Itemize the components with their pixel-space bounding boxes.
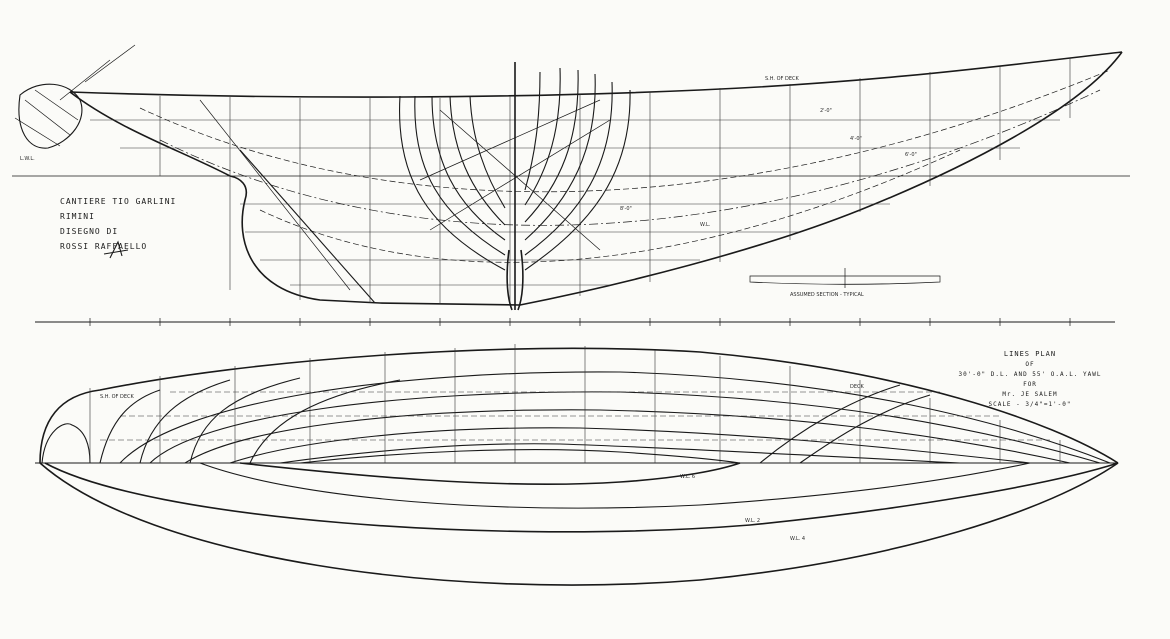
svg-text:W.L. 6: W.L. 6 (680, 474, 695, 480)
mast-step-detail (749, 268, 941, 288)
title-line2: OF (1025, 361, 1034, 368)
svg-text:L.W.L.: L.W.L. (20, 156, 35, 162)
stern-dimension (59, 44, 136, 101)
svg-text:W.L. 4: W.L. 4 (790, 536, 805, 542)
section-diagonal-2 (199, 99, 351, 291)
half-breadth-annotations: S.H. OF DECK W.L. 2 W.L. 4 W.L. 6 DECK (100, 384, 865, 542)
station-ruler (35, 318, 1115, 326)
sheer-line (69, 51, 1123, 98)
counter-stern (69, 91, 231, 177)
signature-mark (103, 240, 129, 259)
title-line1: LINES PLAN (1004, 350, 1056, 358)
lower-waterline-3 (199, 462, 1031, 509)
upper-waterlines (119, 371, 1111, 464)
title-line5: Mr. JE SALEM (1002, 391, 1057, 398)
title-line3: 30'-0" D.L. AND 55' O.A.L. YAWL (959, 371, 1102, 378)
section-arcs (99, 377, 931, 464)
yard-note-line2: RIMINI (60, 212, 95, 221)
title-line4: FOR (1023, 381, 1037, 388)
svg-text:W.L. 2: W.L. 2 (745, 518, 760, 524)
svg-text:DECK: DECK (850, 384, 865, 390)
yard-note-line1: CANTIERE TIO GARLINI (60, 197, 176, 206)
svg-text:S.H. OF DECK: S.H. OF DECK (765, 76, 800, 82)
keel-outline-lower (239, 462, 741, 486)
buttock-line-2 (159, 89, 1101, 226)
yard-note-line3: DISEGNO DI (60, 227, 118, 236)
transom-lines (14, 89, 79, 147)
body-plan (398, 67, 631, 271)
yard-note: CANTIERE TIO GARLINI RIMINI DISEGNO DI R… (60, 197, 176, 259)
buttock-line-1 (139, 69, 1111, 193)
title-line6: SCALE - 3/4"=1'-0" (988, 401, 1071, 408)
svg-text:2'-0": 2'-0" (820, 108, 832, 114)
profile-view: ASSUMED SECTION - TYPICAL S.H. OF DECK 2… (12, 44, 1130, 311)
half-breadth-stations (89, 344, 1061, 463)
profile-stations (159, 58, 1071, 305)
bow-profile (519, 51, 1123, 306)
title-block: LINES PLAN OF 30'-0" D.L. AND 55' O.A.L.… (959, 350, 1102, 408)
half-breadth-sections (100, 391, 1050, 441)
deck-line-upper (39, 347, 1119, 464)
rudder-outline (18, 83, 83, 149)
yard-note-line4: ROSSI RAFFAELLO (60, 242, 147, 251)
svg-text:4'-0": 4'-0" (850, 136, 862, 142)
transom-arc (41, 423, 91, 464)
lower-waterline-1 (44, 462, 1119, 533)
half-breadth-view: S.H. OF DECK W.L. 2 W.L. 4 W.L. 6 DECK (35, 344, 1119, 586)
line-annotations: S.H. OF DECK 2'-0" 4'-0" 6'-0" 8'-0" W.L… (20, 76, 917, 228)
keel-profile (229, 175, 521, 306)
keel-lens (299, 449, 741, 464)
body-plan-centerline (506, 62, 524, 311)
svg-text:S.H. OF DECK: S.H. OF DECK (100, 394, 135, 400)
svg-text:8'-0": 8'-0" (620, 206, 632, 212)
svg-text:6'-0": 6'-0" (905, 152, 917, 158)
lower-waterline-2 (39, 462, 1119, 586)
section-diagonal (239, 149, 376, 304)
detail-note: ASSUMED SECTION - TYPICAL (790, 292, 864, 298)
body-plan-diagonals (419, 99, 611, 251)
svg-text:W.L.: W.L. (700, 222, 711, 228)
diagonal-line (259, 149, 961, 263)
